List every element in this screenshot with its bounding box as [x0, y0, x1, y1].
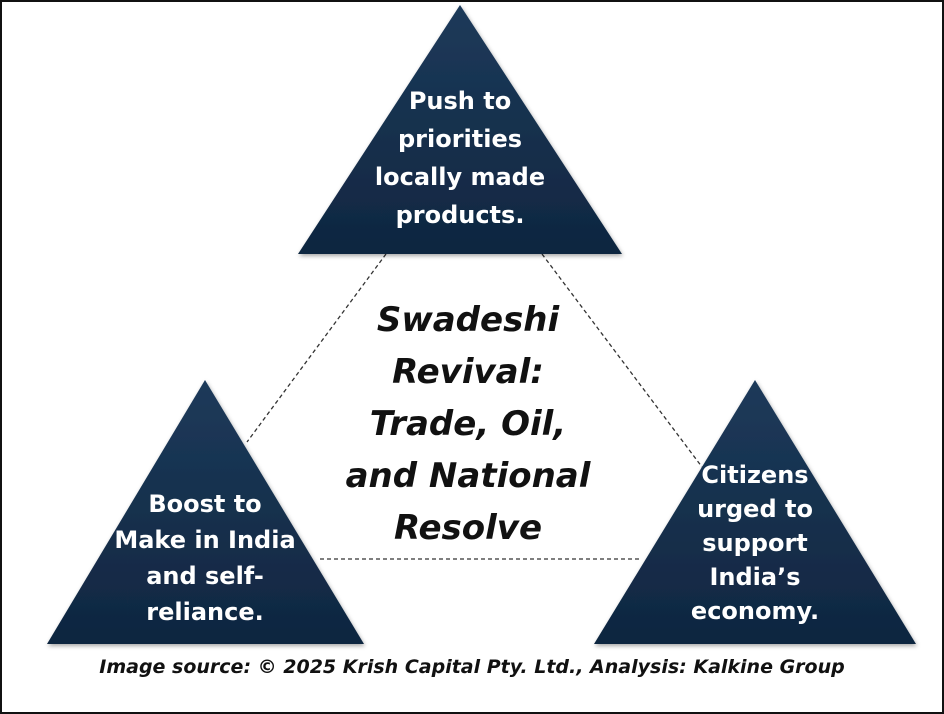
connector-top-left [246, 253, 387, 443]
text-line: locally made [374, 163, 546, 191]
text-line: Boost to [148, 490, 262, 518]
text-line: and self- [146, 562, 264, 590]
triangle-top [298, 5, 622, 254]
diagram-title: Swadeshi Revival: Trade, Oil, and Nation… [322, 294, 614, 554]
image-source-caption: Image source: © 2025 Krish Capital Pty. … [99, 656, 845, 678]
title-line: Resolve [393, 508, 543, 548]
title-line: Trade, Oil, [369, 404, 567, 444]
title-line: Revival: [392, 352, 544, 392]
triangle-left [47, 380, 364, 644]
title-line: and National [345, 456, 591, 496]
text-line: Push to [408, 87, 512, 115]
left-triangle-text: Boost to Make in India and self- relianc… [97, 486, 313, 630]
text-line: support [702, 529, 808, 557]
right-triangle-text: Citizens urged to support India’s econom… [652, 458, 858, 628]
text-line: India’s [709, 563, 801, 591]
title-line: Swadeshi [376, 300, 560, 340]
text-line: reliance. [146, 598, 264, 626]
triangle-right [594, 380, 916, 644]
text-line: priorities [397, 125, 523, 153]
text-line: urged to [697, 495, 813, 523]
connector-top-right [541, 253, 703, 468]
text-line: economy. [690, 597, 820, 625]
text-line: products. [395, 201, 525, 229]
text-line: Citizens [701, 461, 809, 489]
top-triangle-text: Push to priorities locally made products… [342, 82, 578, 234]
text-line: Make in India [114, 526, 296, 554]
